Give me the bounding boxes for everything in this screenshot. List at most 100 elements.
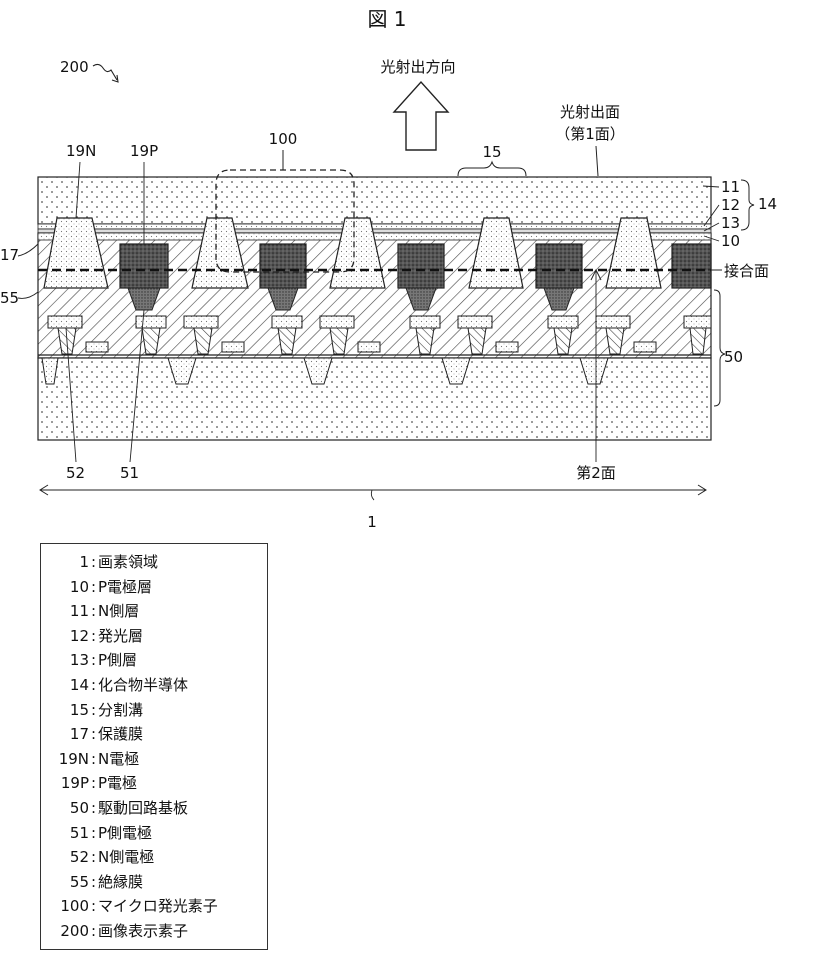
legend-separator: :: [91, 796, 96, 820]
legend-text: P電極層: [98, 575, 152, 599]
legend-number: 12: [41, 624, 89, 648]
bonding-face-label: 接合面: [724, 262, 769, 280]
legend-text: 画像表示素子: [98, 919, 188, 943]
circuit-block: [358, 342, 380, 352]
legend-separator: :: [91, 771, 96, 795]
legend-text: 駆動回路基板: [98, 796, 188, 820]
legend-number: 52: [41, 845, 89, 869]
bracket-15: [458, 162, 526, 176]
n-side-pad: [458, 316, 492, 328]
legend-text: マイクロ発光素子: [98, 894, 218, 918]
legend-number: 14: [41, 673, 89, 697]
legend-separator: :: [91, 894, 96, 918]
legend-item: 1:画素領域: [41, 550, 267, 574]
label-17: 17: [0, 246, 19, 264]
p-electrode: [398, 244, 444, 288]
label-12: 12: [721, 196, 740, 214]
n-side-pad: [596, 316, 630, 328]
legend-separator: :: [91, 550, 96, 574]
legend-text: P電極: [98, 771, 137, 795]
legend-number: 200: [41, 919, 89, 943]
legend-number: 19P: [41, 771, 89, 795]
legend-number: 50: [41, 796, 89, 820]
light-face-leader: [596, 146, 598, 176]
label-50: 50: [724, 348, 743, 366]
p-electrode: [260, 244, 306, 288]
circuit-block: [222, 342, 244, 352]
n-side-layer: [38, 177, 711, 224]
label-19n: 19N: [66, 142, 96, 160]
legend-text: N側層: [98, 599, 139, 623]
legend-item: 200:画像表示素子: [41, 919, 267, 943]
legend-text: P側層: [98, 648, 137, 672]
label-10: 10: [721, 232, 740, 250]
label-1: 1: [367, 513, 377, 531]
legend-item: 13:P側層: [41, 648, 267, 672]
label-14: 14: [758, 195, 777, 213]
n-side-pad: [320, 316, 354, 328]
label-11: 11: [721, 178, 740, 196]
cross-section-diagram: 図 1 200 光射出方向 光射出面 （第1面） 100 15: [0, 0, 815, 540]
n-side-pad: [48, 316, 82, 328]
legend-number: 15: [41, 698, 89, 722]
leader-1: [371, 490, 374, 500]
p-side-pad: [548, 316, 578, 328]
circuit-block: [496, 342, 518, 352]
legend-item: 51:P側電極: [41, 821, 267, 845]
legend-number: 17: [41, 722, 89, 746]
legend-item: 52:N側電極: [41, 845, 267, 869]
legend-separator: :: [91, 698, 96, 722]
legend-item: 15:分割溝: [41, 698, 267, 722]
p-side-pad: [136, 316, 166, 328]
label-13: 13: [721, 214, 740, 232]
p-electrode: [672, 244, 711, 288]
legend-separator: :: [91, 624, 96, 648]
legend-item: 17:保護膜: [41, 722, 267, 746]
figure-title: 図 1: [367, 7, 406, 31]
label-200-leader: [93, 64, 117, 80]
light-direction-label: 光射出方向: [380, 58, 455, 76]
legend-number: 100: [41, 894, 89, 918]
legend-item: 12:発光層: [41, 624, 267, 648]
legend-separator: :: [91, 919, 96, 943]
legend-item: 10:P電極層: [41, 575, 267, 599]
circuit-block: [86, 342, 108, 352]
legend-text: N側電極: [98, 845, 154, 869]
label-100: 100: [269, 130, 298, 148]
legend-number: 19N: [41, 747, 89, 771]
legend-separator: :: [91, 599, 96, 623]
leader-17: [18, 244, 38, 256]
legend-text: P側電極: [98, 821, 152, 845]
legend-separator: :: [91, 845, 96, 869]
p-side-layer: [38, 229, 711, 233]
label-51: 51: [120, 464, 139, 482]
legend-text: 化合物半導体: [98, 673, 188, 697]
legend-text: N電極: [98, 747, 139, 771]
legend-separator: :: [91, 673, 96, 697]
legend-item: 11:N側層: [41, 599, 267, 623]
p-electrode: [536, 244, 582, 288]
legend-item: 50:駆動回路基板: [41, 796, 267, 820]
legend-separator: :: [91, 870, 96, 894]
label-52: 52: [66, 464, 85, 482]
p-electrode: [120, 244, 168, 288]
legend-text: 分割溝: [98, 698, 143, 722]
drive-circuit-substrate: [38, 358, 711, 440]
legend-number: 1: [41, 550, 89, 574]
circuit-block: [634, 342, 656, 352]
via: [690, 328, 706, 354]
legend-text: 発光層: [98, 624, 143, 648]
legend-separator: :: [91, 821, 96, 845]
label-55: 55: [0, 289, 19, 307]
p-side-pad: [684, 316, 711, 328]
legend-item: 19P:P電極: [41, 771, 267, 795]
label-15: 15: [482, 143, 501, 161]
light-emitting-layer: [38, 224, 711, 229]
legend-separator: :: [91, 747, 96, 771]
up-arrow-icon: [394, 82, 448, 150]
p-side-pad: [410, 316, 440, 328]
second-face-label: 第2面: [576, 464, 616, 482]
bracket-14: [741, 180, 754, 230]
legend: 1:画素領域10:P電極層11:N側層12:発光層13:P側層14:化合物半導体…: [40, 543, 268, 950]
legend-separator: :: [91, 722, 96, 746]
